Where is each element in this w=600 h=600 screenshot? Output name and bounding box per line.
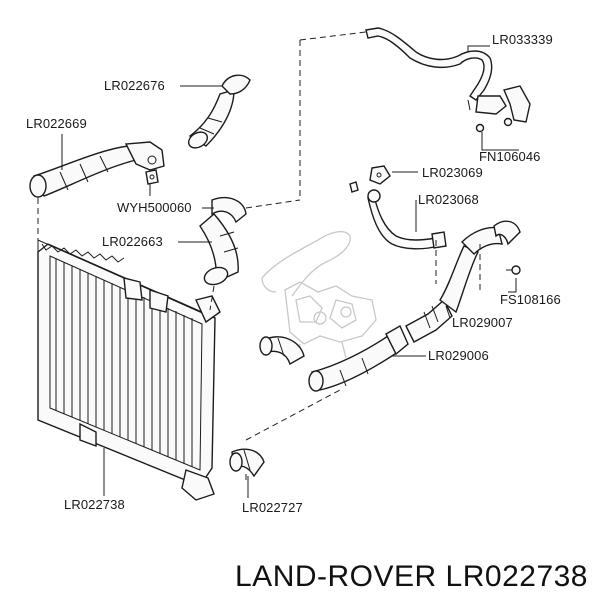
hose-lr022669 [29, 141, 165, 198]
intercooler-core [37, 239, 221, 501]
label-fs108166: FS108166 [500, 292, 561, 307]
pipe-lr029007 [405, 220, 521, 343]
pipe-lr033339 [365, 27, 531, 123]
label-lr022676: LR022676 [104, 78, 165, 93]
bracket-lr023069 [349, 165, 391, 193]
leader-lines [61, 45, 519, 498]
clip-wyh500060 [145, 169, 159, 185]
hose-lower-left [259, 336, 305, 366]
dashed-connections [37, 31, 481, 482]
label-lr029007: LR029007 [452, 315, 513, 330]
bolt-fs108166 [506, 265, 521, 275]
label-lr023068: LR023068 [418, 192, 479, 207]
pipe-lr023068 [367, 189, 447, 250]
label-lr022738: LR022738 [64, 497, 125, 512]
label-lr033339: LR033339 [492, 32, 553, 47]
duct-lr022676 [187, 74, 251, 149]
label-wyh500060: WYH500060 [117, 200, 192, 215]
label-lr029006: LR029006 [428, 348, 489, 363]
label-fn106046: FN106046 [479, 149, 541, 164]
label-lr022727: LR022727 [242, 500, 303, 515]
label-lr022663: LR022663 [102, 234, 163, 249]
hose-lr022727 [229, 448, 265, 478]
hose-lr022663 [199, 196, 247, 286]
bolt-fn106046 [475, 117, 513, 133]
engine-ghost-outline [261, 230, 377, 361]
label-lr023069: LR023069 [422, 165, 483, 180]
label-lr022669: LR022669 [26, 116, 87, 131]
brand-part-number: LAND-ROVER LR022738 [235, 560, 588, 593]
pipe-lr029006 [308, 325, 409, 392]
